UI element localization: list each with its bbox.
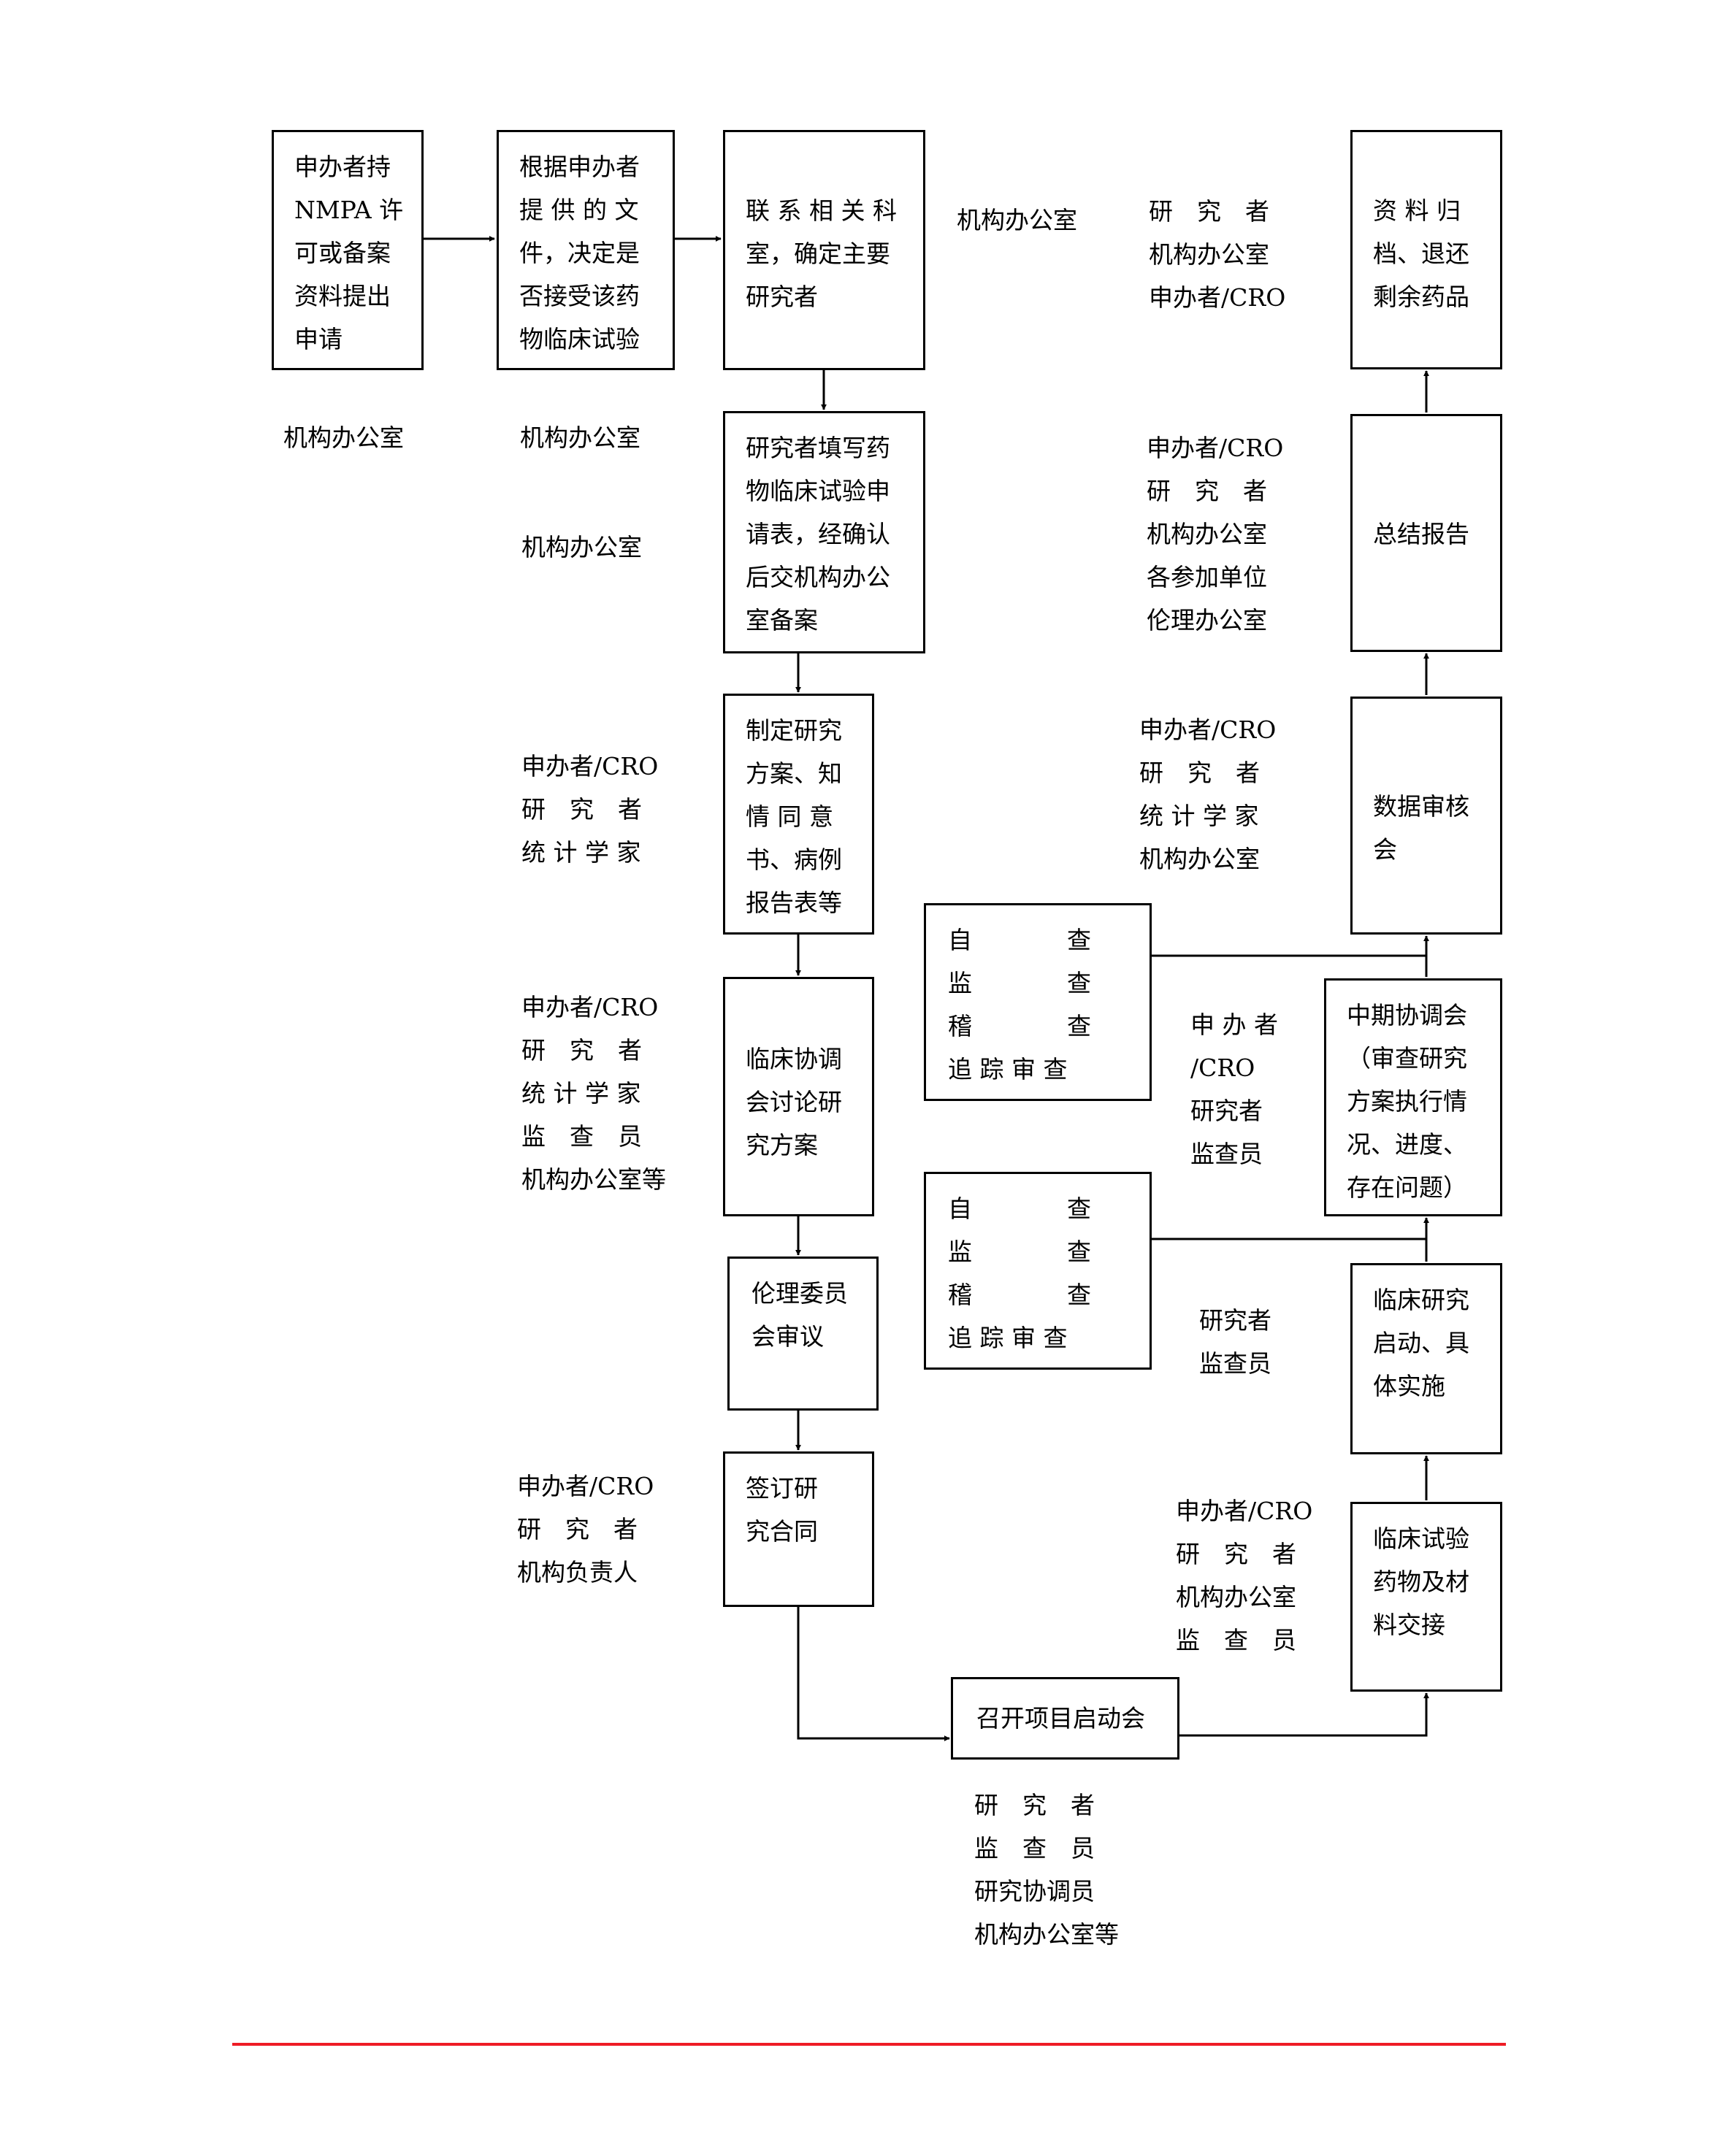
label-archive-resp: 研 究 者 机构办公室 申办者/CRO (1149, 197, 1286, 312)
box-archive: 资 料 归 档、退还 剩余药品 (1350, 130, 1502, 369)
check-row: 追 踪 审 查 (948, 1324, 1068, 1352)
box-fill-form: 研究者填写药 物临床试验申 请表，经确认 后交机构办公 室备案 (723, 411, 925, 653)
arrow-contract-to-kickoff (797, 1606, 950, 1741)
box-contact-text: 联 系 相 关 科 室，确定主要 研究者 (746, 196, 897, 311)
label-midterm-resp: 申 办 者 /CRO 研究者 监查员 (1190, 1010, 1278, 1168)
box-implement: 临床研究 启动、具 体实施 (1350, 1263, 1502, 1454)
box-contract: 签订研 究合同 (723, 1451, 874, 1607)
box-apply-text: 申办者持 NMPA 许 可或备案 资料提出 申请 (294, 153, 404, 353)
box-handover-text: 临床试验 药物及材 料交接 (1373, 1524, 1469, 1639)
box-meeting: 临床协调 会讨论研 究方案 (723, 977, 874, 1216)
label-handover-resp: 申办者/CRO 研 究 者 机构办公室 监 查 员 (1176, 1497, 1313, 1654)
label-meeting-resp: 申办者/CRO 研 究 者 统 计 学 家 监 查 员 机构办公室等 (521, 993, 666, 1194)
check-row: 监查 (948, 1238, 1091, 1266)
label-fill-resp: 机构办公室 (521, 533, 642, 561)
check-box-1: 自查 监查 稽查 追 踪 审 查 (924, 903, 1152, 1101)
box-archive-text: 资 料 归 档、退还 剩余药品 (1373, 196, 1469, 311)
box-contact: 联 系 相 关 科 室，确定主要 研究者 (723, 130, 925, 370)
label-contract-resp: 申办者/CRO 研 究 者 机构负责人 (517, 1472, 654, 1587)
label-data-resp: 申办者/CRO 研 究 者 统 计 学 家 机构办公室 (1139, 716, 1277, 873)
box-implement-text: 临床研究 启动、具 体实施 (1373, 1286, 1469, 1400)
check-row: 监查 (948, 969, 1091, 997)
check-row: 自查 (948, 1194, 1091, 1223)
box-fill-form-text: 研究者填写药 物临床试验申 请表，经确认 后交机构办公 室备案 (746, 434, 890, 634)
label-kickoff-resp: 研 究 者 监 查 员 研究协调员 机构办公室等 (974, 1791, 1119, 1949)
label-implement-resp: 研究者 监查员 (1199, 1306, 1271, 1378)
box-apply: 申办者持 NMPA 许 可或备案 资料提出 申请 (272, 130, 424, 370)
box-midterm: 中期协调会 （审查研究 方案执行情 况、进度、 存在问题） (1324, 978, 1502, 1216)
box-meeting-text: 临床协调 会讨论研 究方案 (746, 1045, 842, 1159)
box-ethics: 伦理委员 会审议 (727, 1257, 879, 1411)
box-decide: 根据申办者 提 供 的 文 件，决定是 否接受该药 物临床试验 (497, 130, 675, 370)
box-ethics-text: 伦理委员 会审议 (751, 1279, 848, 1351)
box-handover: 临床试验 药物及材 料交接 (1350, 1502, 1502, 1692)
box-kickoff: 召开项目启动会 (951, 1677, 1179, 1760)
box-kickoff-text: 召开项目启动会 (976, 1704, 1145, 1733)
check-row: 稽查 (948, 1012, 1091, 1040)
box-midterm-text: 中期协调会 （审查研究 方案执行情 况、进度、 存在问题） (1347, 1001, 1467, 1202)
box-data-review: 数据审核 会 (1350, 697, 1502, 935)
label-decide-resp: 机构办公室 (520, 423, 640, 452)
box-decide-text: 根据申办者 提 供 的 文 件，决定是 否接受该药 物临床试验 (519, 153, 640, 353)
arrow-kickoff-to-handover (1178, 1692, 1429, 1737)
label-summary-resp: 申办者/CRO 研 究 者 机构办公室 各参加单位 伦理办公室 (1147, 434, 1284, 634)
label-apply-resp: 机构办公室 (283, 423, 404, 452)
box-contract-text: 签订研 究合同 (746, 1474, 818, 1546)
label-contact-resp: 机构办公室 (957, 206, 1077, 234)
check-row: 稽查 (948, 1281, 1091, 1309)
check-box-2: 自查 监查 稽查 追 踪 审 查 (924, 1172, 1152, 1370)
box-data-review-text: 数据审核 会 (1373, 792, 1469, 864)
box-draft: 制定研究 方案、知 情 同 意 书、病例 报告表等 (723, 694, 874, 935)
box-summary: 总结报告 (1350, 414, 1502, 652)
check-row: 追 踪 审 查 (948, 1055, 1068, 1083)
check-row: 自查 (948, 926, 1091, 954)
label-draft-resp: 申办者/CRO 研 究 者 统 计 学 家 (521, 752, 659, 867)
box-summary-text: 总结报告 (1373, 520, 1469, 548)
box-draft-text: 制定研究 方案、知 情 同 意 书、病例 报告表等 (746, 716, 842, 917)
